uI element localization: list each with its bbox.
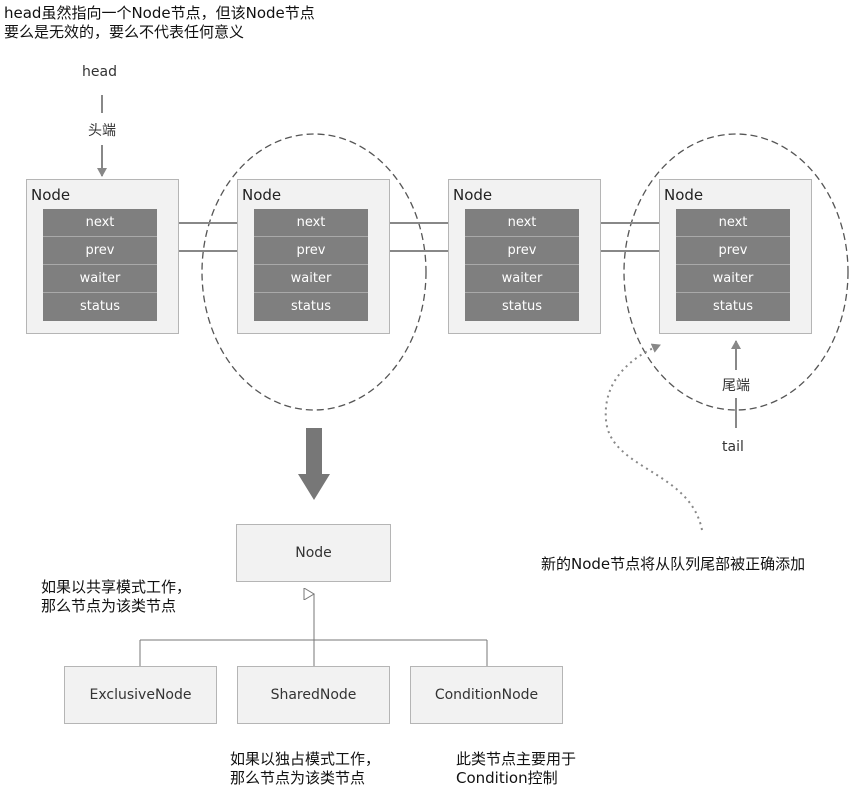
condition-note-line1: 此类节点主要用于: [456, 750, 577, 768]
shared-note: 如果以共享模式工作， 那么节点为该类节点: [41, 578, 191, 616]
field-prev: prev: [676, 237, 790, 265]
node-box-4: Node next prev waiter status: [659, 179, 812, 334]
tail-caption: 尾端: [722, 375, 750, 395]
exclusive-note-line1: 如果以独占模式工作，: [230, 750, 381, 768]
exclusive-note-line2: 那么节点为该类节点: [230, 769, 366, 787]
condition-note: 此类节点主要用于 Condition控制: [456, 750, 576, 788]
class-condition-node: ConditionNode: [410, 666, 563, 724]
node-box-1: Node next prev waiter status: [26, 179, 179, 334]
node-title: Node: [31, 186, 71, 204]
top-note-line1: head虽然指向一个Node节点，但该Node节点: [4, 4, 315, 22]
field-waiter: waiter: [676, 265, 790, 293]
big-down-arrow: [298, 428, 330, 500]
field-prev: prev: [254, 237, 368, 265]
class-node: Node: [236, 524, 391, 582]
node-box-3: Node next prev waiter status: [448, 179, 601, 334]
top-note: head虽然指向一个Node节点，但该Node节点 要么是无效的，要么不代表任何…: [4, 4, 315, 42]
shared-note-line1: 如果以共享模式工作，: [41, 578, 192, 596]
field-next: next: [43, 209, 157, 237]
field-status: status: [465, 293, 579, 321]
field-waiter: waiter: [465, 265, 579, 293]
node-title: Node: [664, 186, 704, 204]
field-waiter: waiter: [254, 265, 368, 293]
node-box-2: Node next prev waiter status: [237, 179, 390, 334]
field-status: status: [676, 293, 790, 321]
field-prev: prev: [43, 237, 157, 265]
top-note-line2: 要么是无效的，要么不代表任何意义: [4, 23, 245, 41]
field-next: next: [465, 209, 579, 237]
class-exclusive-node: ExclusiveNode: [64, 666, 217, 724]
highlight-ellipse-node4: [623, 133, 849, 411]
head-caption: 头端: [88, 120, 116, 140]
field-next: next: [254, 209, 368, 237]
new-node-dotted-arrow: [604, 343, 703, 531]
field-prev: prev: [465, 237, 579, 265]
condition-note-line2: Condition控制: [456, 769, 558, 787]
exclusive-note: 如果以独占模式工作， 那么节点为该类节点: [230, 750, 380, 788]
highlight-ellipse-node2: [201, 133, 427, 411]
node-title: Node: [453, 186, 493, 204]
field-status: status: [254, 293, 368, 321]
node-title: Node: [242, 186, 282, 204]
field-waiter: waiter: [43, 265, 157, 293]
tail-label: tail: [722, 439, 744, 455]
field-next: next: [676, 209, 790, 237]
shared-note-line2: 那么节点为该类节点: [41, 597, 177, 615]
new-node-note: 新的Node节点将从队列尾部被正确添加: [541, 555, 806, 573]
head-label: head: [82, 64, 117, 80]
field-status: status: [43, 293, 157, 321]
class-shared-node: SharedNode: [237, 666, 390, 724]
